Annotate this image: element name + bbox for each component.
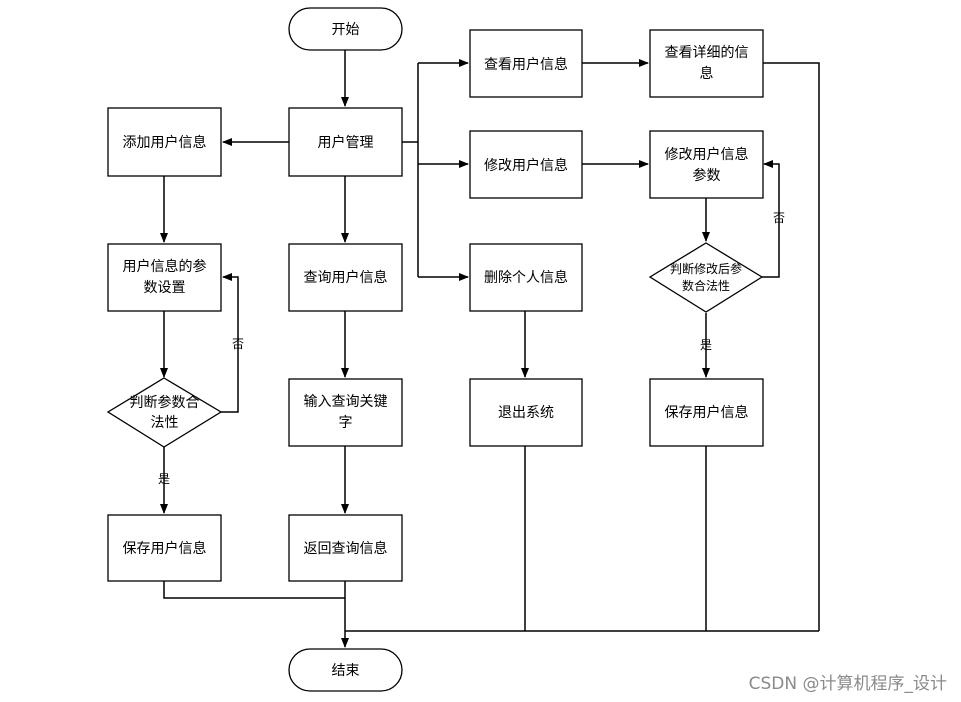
label-yes-2: 是 — [700, 338, 712, 352]
label-query-user: 查询用户信息 — [304, 269, 388, 286]
end-label: 结束 — [332, 663, 360, 679]
box-logout — [469, 378, 583, 447]
label-judge-1b: 法性 — [151, 415, 179, 431]
connectors — [160, 50, 820, 648]
box-modify-user — [469, 130, 583, 199]
diamond-judge-1 — [106, 377, 223, 448]
edge-judge1-no — [221, 273, 239, 413]
box-modify-param — [649, 130, 764, 199]
edge-detail-merge — [763, 62, 820, 631]
label-judge-2a: 判断修改后参 — [670, 261, 742, 276]
box-view-user — [469, 29, 583, 98]
box-return-query — [288, 514, 403, 582]
label-no-2: 否 — [773, 211, 785, 225]
label-view-user: 查看用户信息 — [484, 56, 568, 73]
box-save-1 — [107, 514, 222, 582]
label-param-setting-1: 用户信息的参 — [123, 258, 207, 275]
label-save-1: 保存用户信息 — [123, 540, 207, 557]
label-logout: 退出系统 — [498, 405, 554, 421]
edge-labels: 否 是 否 是 — [158, 211, 785, 486]
diamond-judge-2 — [648, 242, 764, 313]
label-save-2: 保存用户信息 — [665, 404, 749, 421]
csdn-watermark: CSDN @计算机程序_设计 — [748, 674, 947, 694]
box-param-setting — [107, 243, 222, 312]
label-add-user: 添加用户信息 — [123, 134, 207, 151]
start-label: 开始 — [332, 22, 360, 38]
label-modify-param-1: 修改用户信息 — [665, 146, 749, 163]
start-terminal: 开始 — [288, 7, 403, 51]
box-add-user — [107, 107, 222, 177]
label-view-detail-1: 查看详细的信 — [665, 45, 749, 61]
box-input-keyword — [288, 378, 403, 447]
end-terminal: 结束 — [288, 648, 403, 692]
label-judge-1a: 判断参数合 — [130, 394, 200, 411]
label-yes-1: 是 — [158, 472, 170, 486]
label-modify-user: 修改用户信息 — [484, 157, 568, 174]
edge-save1-merge — [163, 581, 345, 599]
label-input-keyword-1: 输入查询关键 — [304, 394, 388, 410]
label-delete-personal: 删除个人信息 — [484, 269, 568, 286]
box-delete-personal — [469, 243, 583, 312]
edge-judge2-no — [762, 160, 780, 278]
label-input-keyword-2: 字 — [339, 415, 353, 431]
box-user-mgmt — [288, 107, 403, 177]
label-view-detail-2: 息 — [700, 65, 714, 82]
label-param-setting-2: 数设置 — [144, 280, 186, 296]
label-judge-2b: 数合法性 — [682, 278, 730, 293]
box-view-detail — [649, 29, 764, 98]
label-return-query: 返回查询信息 — [304, 540, 388, 557]
label-user-mgmt: 用户管理 — [318, 134, 374, 151]
label-modify-param-2: 参数 — [693, 167, 721, 184]
box-save-2 — [649, 378, 764, 447]
label-no-1: 否 — [232, 337, 244, 351]
box-query-user — [288, 243, 403, 312]
